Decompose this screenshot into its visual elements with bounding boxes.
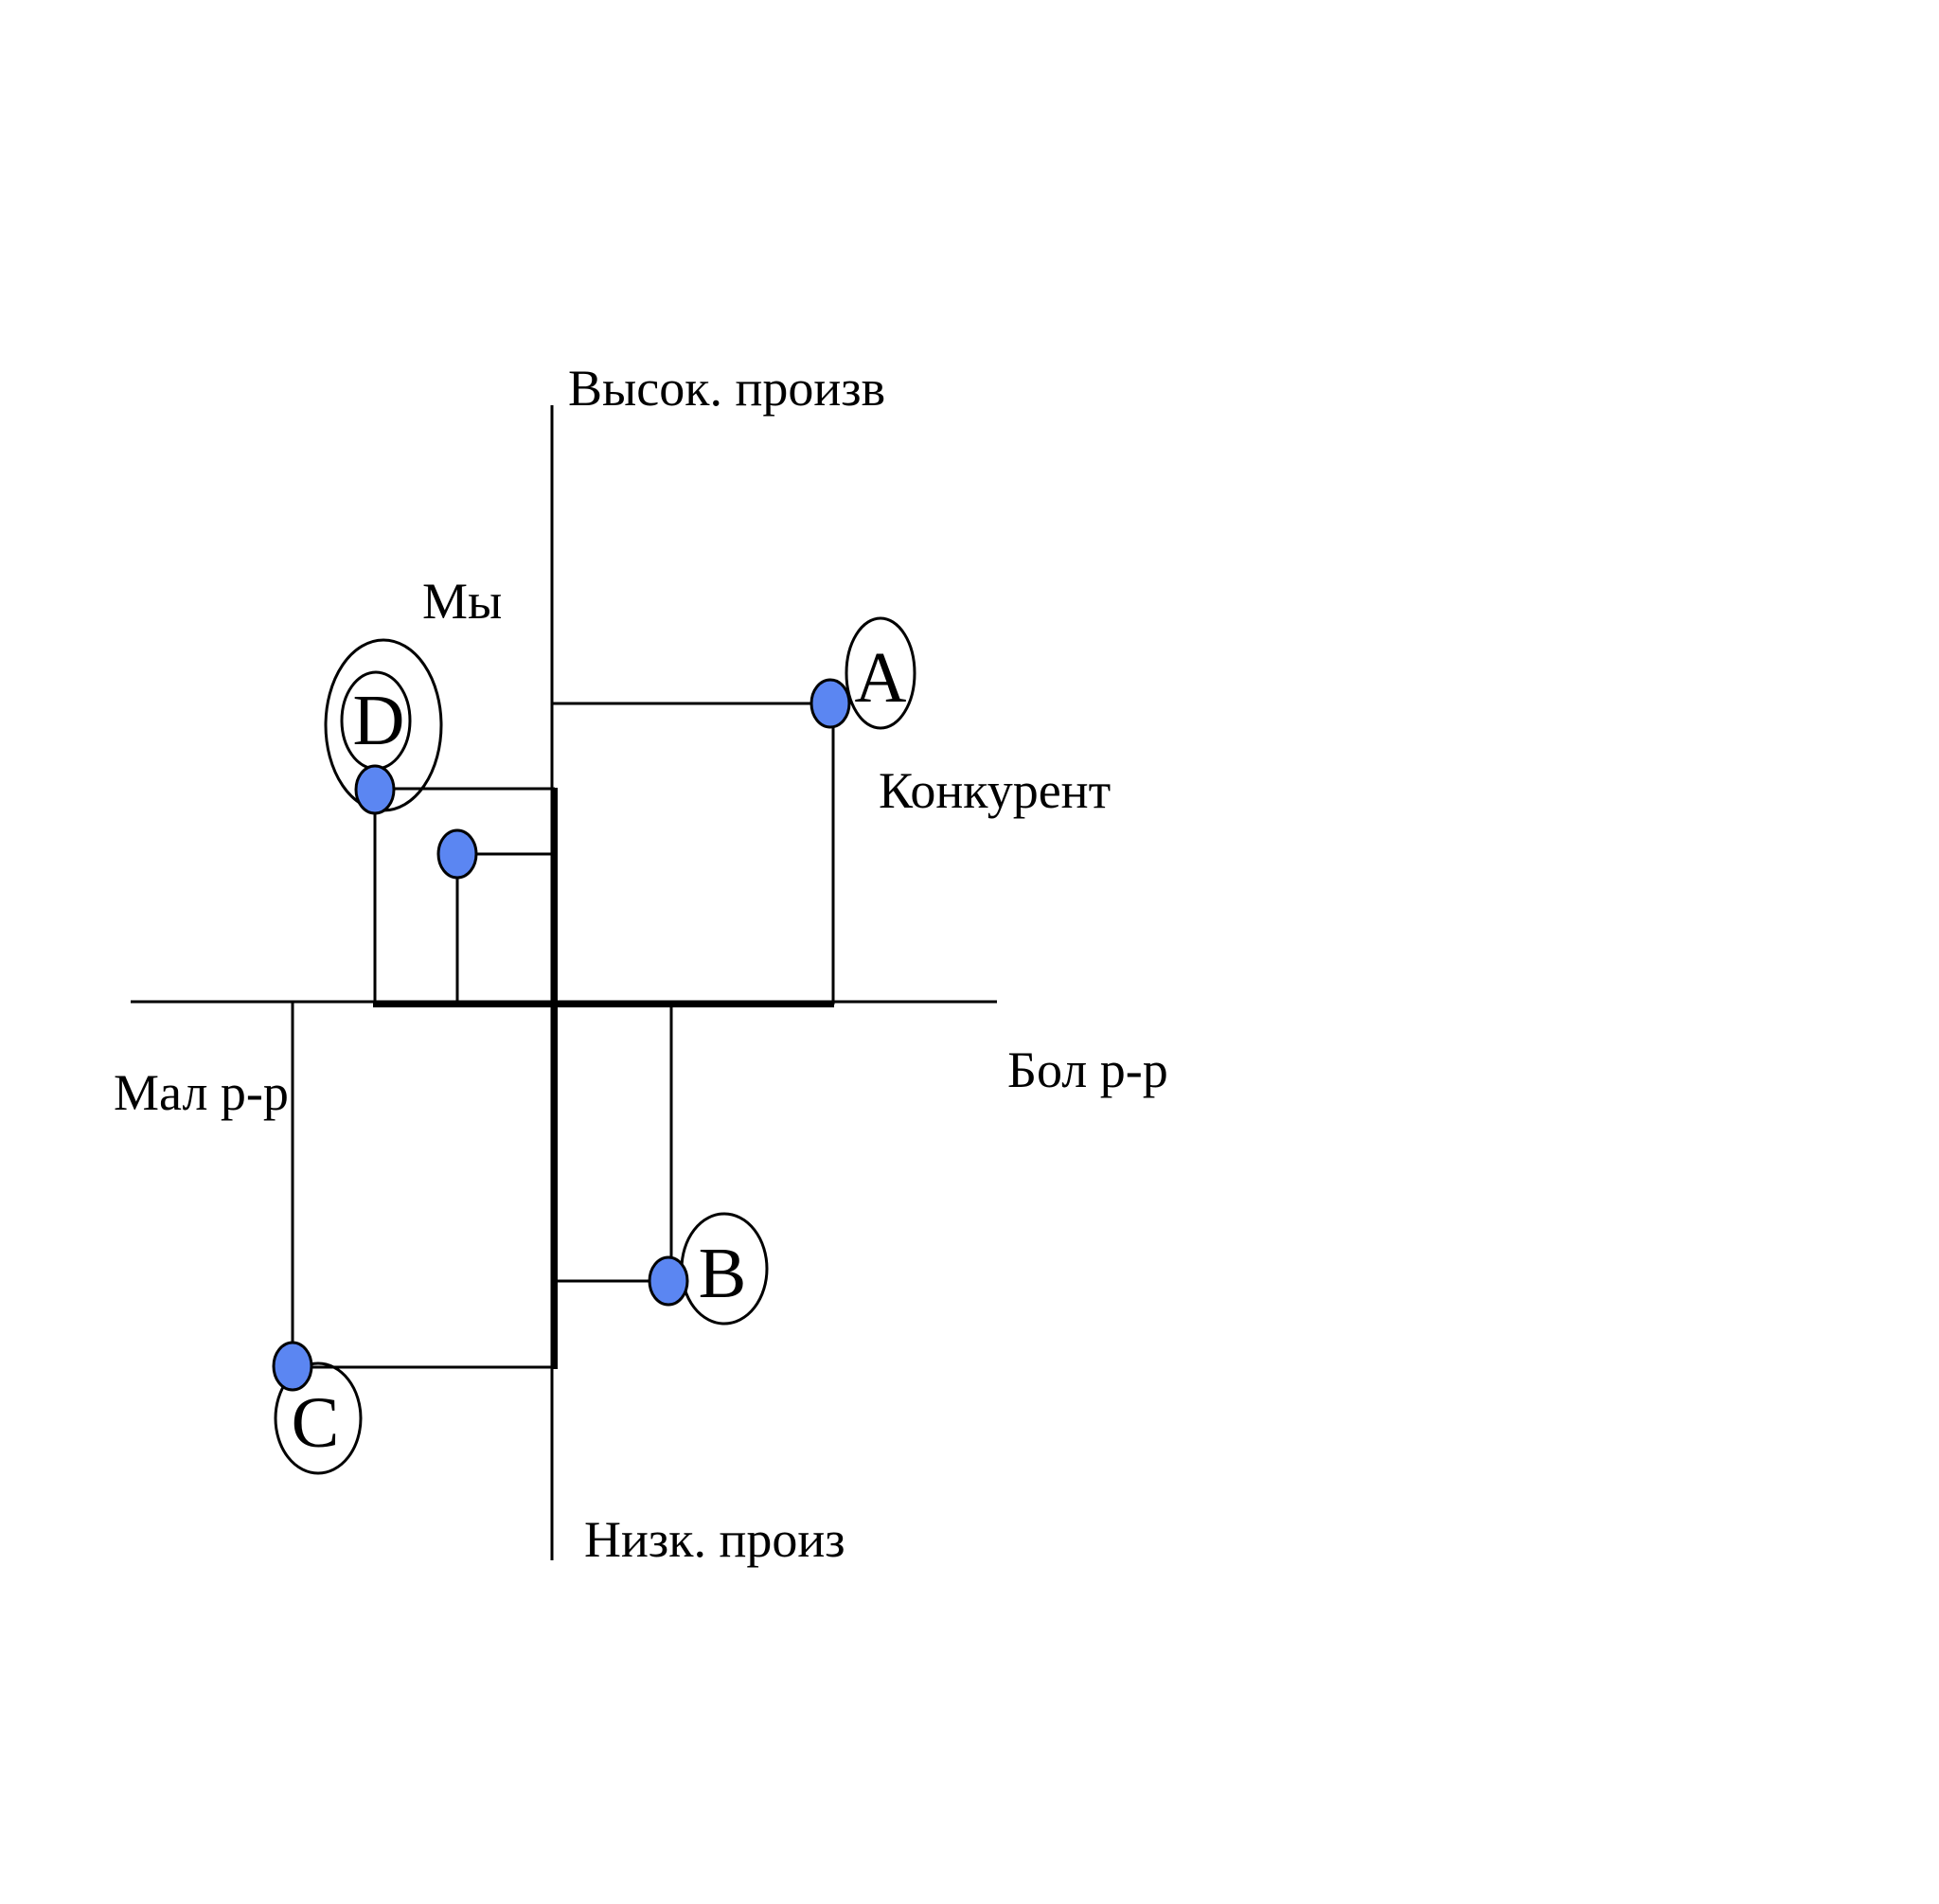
marker-d <box>354 764 396 815</box>
circle-a <box>845 616 916 730</box>
axis-label-bottom: Низк. произ <box>584 1511 845 1568</box>
marker-inner <box>436 828 478 880</box>
marker-b <box>648 1255 689 1307</box>
marker-a <box>809 678 851 729</box>
circle-c <box>274 1361 363 1475</box>
axis-label-left: Мал р-р <box>114 1064 289 1121</box>
marker-c <box>272 1341 313 1392</box>
point-letter-d: D <box>353 681 405 760</box>
axis-label-top: Высок. произв <box>568 360 885 417</box>
annotation-us: Мы <box>422 573 502 630</box>
point-letter-a: A <box>855 638 907 718</box>
annotation-competitor: Конкурент <box>879 762 1111 819</box>
point-letter-c: C <box>292 1383 340 1463</box>
point-letter-b: B <box>699 1234 747 1313</box>
axis-label-right: Бол р-р <box>1007 1041 1168 1098</box>
